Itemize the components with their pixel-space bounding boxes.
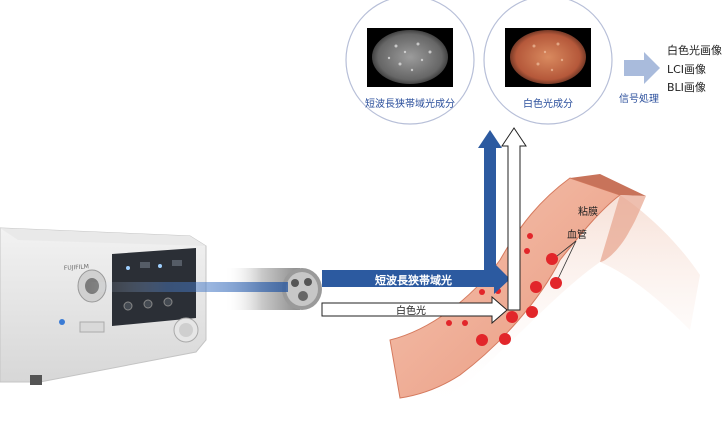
narrowband-beam-label: 短波長狭帯域光 xyxy=(375,273,452,287)
white-light-beam-label: 白色光 xyxy=(396,304,426,317)
white-light-beam xyxy=(321,295,508,325)
light-beam xyxy=(88,282,288,292)
light-source-device xyxy=(0,227,207,385)
device-brand: FUJIFILM xyxy=(64,263,90,272)
narrowband-component-circle xyxy=(345,0,475,125)
signal-processing-arrow xyxy=(624,52,660,84)
tissue-section xyxy=(389,174,700,415)
output-bli-image: BLI画像 xyxy=(667,81,706,94)
narrowband-component-label: 短波長狭帯域光成分 xyxy=(365,97,455,110)
narrowband-beam xyxy=(322,263,510,294)
vessel-label: 血管 xyxy=(567,228,587,241)
output-image-list: 白色光画像 LCI画像 BLI画像 xyxy=(667,42,722,98)
output-white-light-image: 白色光画像 xyxy=(667,44,722,57)
output-lci-image: LCI画像 xyxy=(667,62,707,76)
blood-vessels xyxy=(446,233,562,346)
signal-processing-label: 信号処理 xyxy=(619,92,659,105)
white-component-circle xyxy=(483,0,613,125)
white-component-label: 白色光成分 xyxy=(523,97,573,110)
reflected-white-arrow xyxy=(501,127,527,311)
mucosa-label: 粘膜 xyxy=(578,205,598,218)
reflected-narrowband-arrow xyxy=(478,130,502,270)
